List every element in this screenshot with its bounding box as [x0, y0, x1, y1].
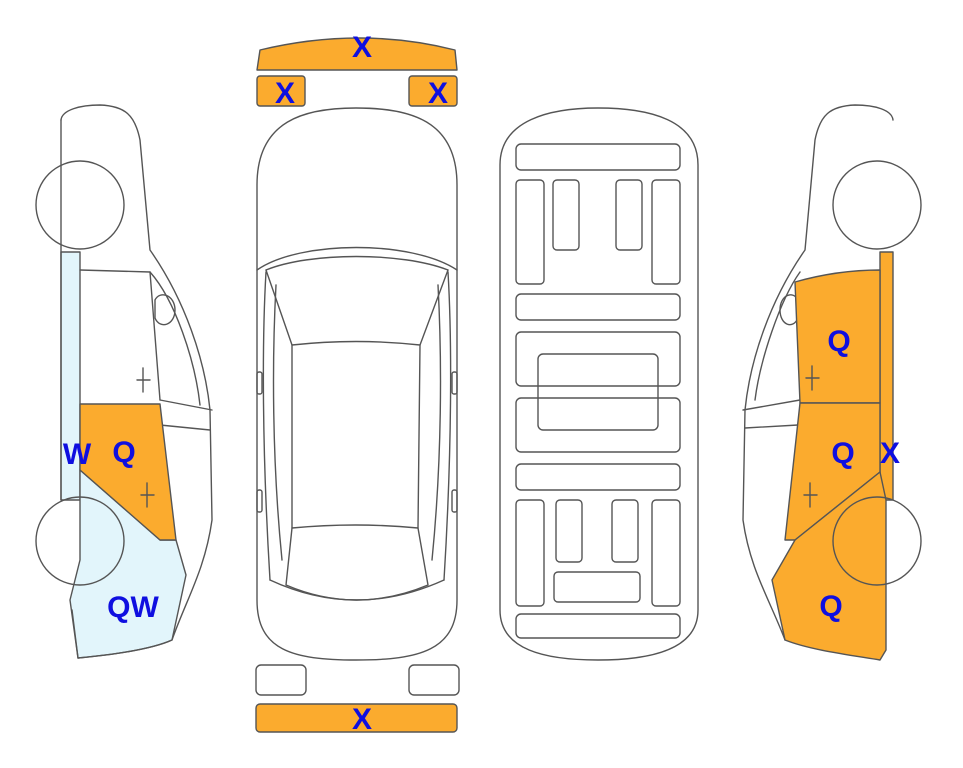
top-left-side: [262, 271, 271, 581]
top-left-handle: [256, 489, 263, 513]
right-mirror: [779, 294, 799, 326]
floor-panel[interactable]: [515, 463, 681, 491]
right-quarter-panel[interactable]: [771, 471, 887, 661]
right-front-door-panel[interactable]: [794, 269, 881, 404]
floor-panel[interactable]: [515, 397, 681, 453]
top-windshield-inner: [265, 255, 449, 271]
rear-parts: [255, 664, 460, 733]
front-bumper-label: X: [352, 31, 372, 64]
right-pillar-label: X: [880, 437, 900, 470]
floor-panel[interactable]: [515, 293, 681, 321]
left-body-outline: [60, 104, 213, 659]
right-rear-door-label: Q: [831, 437, 854, 470]
damage-labels: X X X X W Q QW Q Q X Q: [63, 31, 900, 736]
floor-panel[interactable]: [515, 143, 681, 171]
floor-panel[interactable]: [553, 571, 641, 603]
top-roof[interactable]: [291, 340, 421, 529]
front-left-label: X: [275, 77, 295, 110]
floor-panel[interactable]: [552, 179, 580, 251]
right-belt-line: [742, 399, 801, 411]
rear-right-part[interactable]: [408, 664, 460, 696]
left-front-door-panel[interactable]: [79, 403, 177, 541]
left-belt-line-2: [159, 424, 211, 431]
floor-panel[interactable]: [611, 499, 639, 563]
car-top-view: [256, 107, 458, 661]
right-quarter-label: Q: [819, 590, 842, 623]
floor-panel[interactable]: [555, 499, 583, 563]
top-windshield[interactable]: [256, 246, 458, 271]
floor-panel[interactable]: [651, 179, 681, 285]
top-pillar-left: [265, 269, 293, 346]
floor-panel[interactable]: [615, 179, 643, 251]
right-belt-line-2: [744, 424, 799, 429]
floor-panel[interactable]: [515, 179, 545, 285]
left-mirror: [154, 294, 176, 326]
front-right-part[interactable]: [408, 75, 458, 107]
left-window-line: [79, 269, 201, 406]
top-right-side: [443, 271, 452, 581]
top-trunk-line: [269, 579, 445, 601]
top-left-side-inner: [272, 284, 283, 561]
rear-left-part[interactable]: [255, 664, 307, 696]
left-belt-line: [159, 399, 213, 411]
top-pillar-right: [419, 269, 449, 346]
right-front-wheel: [832, 160, 922, 250]
top-rear-window[interactable]: [285, 527, 429, 601]
floor-panel[interactable]: [515, 499, 545, 607]
right-body-outline: [742, 104, 894, 641]
floor-panel[interactable]: [515, 613, 681, 639]
front-left-part[interactable]: [256, 75, 306, 107]
floor-panel[interactable]: [515, 331, 681, 387]
floor-panel[interactable]: [537, 353, 659, 431]
left-rear-wheel: [35, 496, 125, 586]
left-window-inner: [149, 271, 161, 401]
front-bumper-part[interactable]: [256, 37, 458, 71]
front-parts: [256, 37, 458, 107]
front-right-label: X: [428, 77, 448, 110]
left-front-wheel: [35, 160, 125, 250]
right-front-door-label: Q: [827, 325, 850, 358]
top-right-handle: [451, 489, 458, 513]
left-front-door-label: Q: [112, 436, 135, 469]
top-left-mirror: [256, 371, 263, 395]
right-rear-wheel: [832, 496, 922, 586]
top-right-side-inner: [431, 284, 442, 561]
rear-bumper-part[interactable]: [255, 703, 458, 733]
rear-bumper-label: X: [352, 703, 372, 736]
left-pillar-label: W: [63, 438, 92, 471]
top-body-outline: [256, 107, 458, 661]
car-floor-view: [499, 107, 699, 661]
floor-outline: [499, 107, 699, 661]
left-quarter-label: QW: [107, 591, 159, 624]
top-right-mirror: [451, 371, 458, 395]
floor-panel[interactable]: [651, 499, 681, 607]
car-right-side-view: [742, 104, 922, 661]
right-window-line: [754, 271, 801, 401]
car-left-side-view: [35, 104, 213, 659]
